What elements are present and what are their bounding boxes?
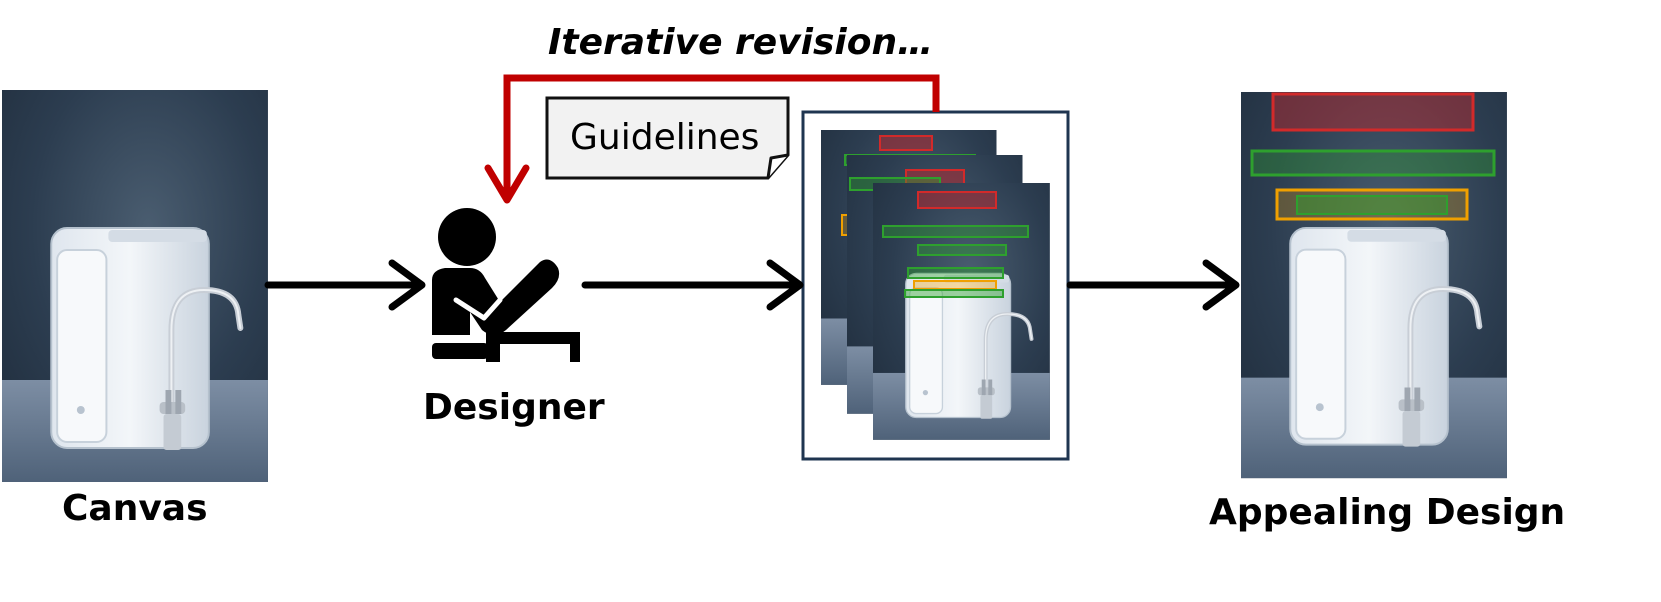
text-bbox-green [1296,195,1448,215]
appealing-design-poster [1241,92,1507,478]
arrow-candidates-to-design [1066,259,1240,311]
guidelines-note [545,96,790,180]
title-bbox-red [1271,92,1475,132]
designer-icon [432,208,580,362]
revision-loop-arrow [484,74,940,204]
appealing-design-label: Appealing Design [1209,492,1566,533]
candidate-stack [801,110,1070,461]
arrow-canvas-to-designer [264,259,426,311]
iterative-revision-label: Iterative revision… [548,22,934,63]
canvas-label: Canvas [62,488,208,529]
guidelines-label: Guidelines [570,117,760,158]
designer-label: Designer [423,387,605,428]
canvas-poster [2,90,268,482]
arrow-designer-to-candidates [581,259,804,311]
subtitle-bbox-green [1250,149,1496,177]
